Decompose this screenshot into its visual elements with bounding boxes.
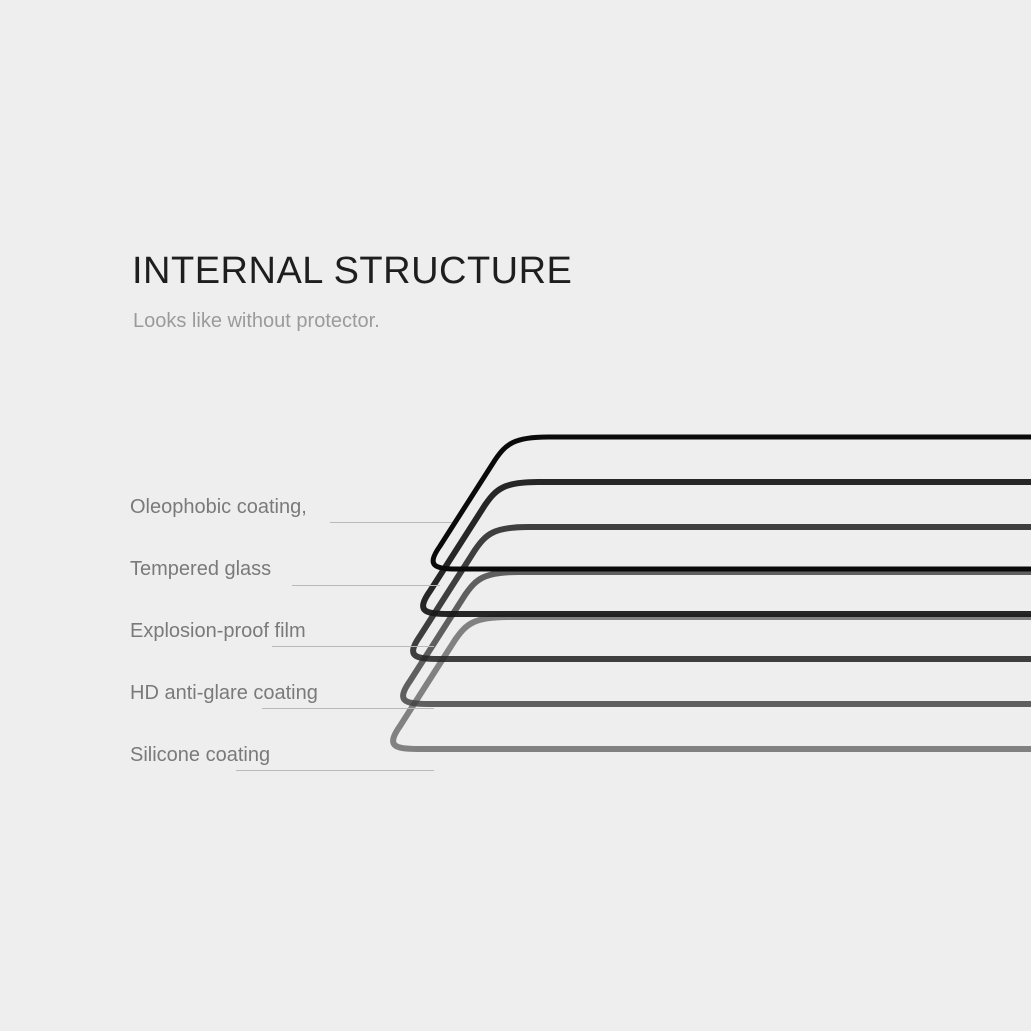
layer-label-hd-anti-glare-coating: HD anti-glare coating <box>130 682 318 704</box>
layer-label-silicone-coating: Silicone coating <box>130 744 271 766</box>
leader-line-hd-anti-glare-coating <box>262 708 434 709</box>
leader-line-tempered-glass <box>292 585 440 586</box>
layer-outline <box>410 524 1031 662</box>
page-subtitle: Looks like without protector. <box>133 310 380 332</box>
layer-label-oleophobic-coating: Oleophobic coating, <box>130 496 307 518</box>
layer-outline <box>390 614 1031 752</box>
layer-label-tempered-glass: Tempered glass <box>130 558 272 580</box>
layer-outline <box>400 569 1031 707</box>
leader-line-explosion-proof-film <box>272 646 434 647</box>
leader-line-silicone-coating <box>236 770 434 771</box>
layer-outline <box>430 434 1031 572</box>
layer-outline <box>420 479 1031 617</box>
page-title: INTERNAL STRUCTURE <box>132 250 573 292</box>
layer-label-explosion-proof-film: Explosion-proof film <box>130 620 306 642</box>
leader-line-oleophobic-coating <box>330 522 452 523</box>
